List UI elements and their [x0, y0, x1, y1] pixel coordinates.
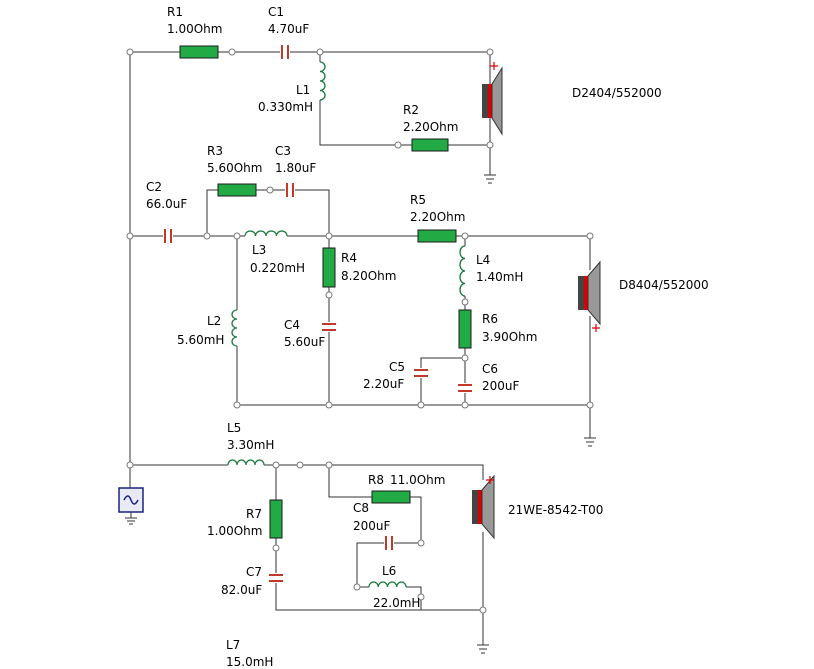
capacitor-c7: [269, 574, 283, 582]
capacitor-c4: [322, 323, 336, 331]
l4-value: 1.40mH: [476, 270, 524, 284]
speaker-woofer-icon: [472, 474, 495, 540]
c2-value: 66.0uF: [146, 197, 188, 211]
l1-value: 0.330mH: [258, 100, 314, 114]
l1-name: L1: [296, 83, 311, 97]
l7-name: L7: [226, 638, 241, 652]
resistor-r7: [269, 499, 283, 539]
inductors: [227, 61, 466, 588]
resistor-r1: [179, 45, 219, 59]
resistor-r2: [411, 138, 449, 152]
junction-nodes: [126, 48, 594, 614]
r8-value: 11.0Ohm: [390, 473, 446, 487]
r5-name: R5: [410, 193, 426, 207]
r8-name: R8: [368, 473, 384, 487]
inductor-l4: [459, 245, 466, 297]
inductor-l2: [231, 309, 238, 347]
signal-source-icon: [118, 487, 144, 525]
l2-value: 5.60mH: [177, 333, 225, 347]
capacitor-c3: [286, 183, 294, 197]
l3-name: L3: [252, 243, 267, 257]
c6-name: C6: [482, 362, 499, 376]
r3-value: 5.60Ohm: [207, 161, 263, 175]
c8-value: 200uF: [353, 519, 391, 533]
speaker-mid-label: D8404/552000: [619, 278, 709, 292]
c2-name: C2: [146, 180, 163, 194]
resistor-r6: [458, 309, 472, 349]
r2-value: 2.20Ohm: [403, 120, 459, 134]
c1-value: 4.70uF: [268, 22, 310, 36]
l6-name: L6: [382, 564, 397, 578]
l5-name: L5: [227, 421, 242, 435]
ground-symbols: [477, 174, 596, 654]
c1-name: C1: [268, 5, 285, 19]
inductor-l1: [319, 61, 326, 101]
c5-name: C5: [389, 360, 406, 374]
capacitor-c2: [164, 229, 172, 243]
c4-name: C4: [284, 318, 301, 332]
c5-value: 2.20uF: [363, 377, 405, 391]
c4-value: 5.60uF: [284, 335, 326, 349]
r4-name: R4: [341, 251, 357, 265]
c3-value: 1.80uF: [275, 161, 317, 175]
capacitor-c5: [414, 369, 428, 377]
resistor-r3: [217, 183, 257, 197]
capacitor-c1: [281, 45, 289, 59]
resistor-r8: [371, 490, 411, 504]
speaker-tweeter-icon: [482, 62, 503, 136]
r3-name: R3: [207, 144, 223, 158]
resistor-r5: [417, 229, 457, 243]
speaker-woofer-label: 21WE-8542-T00: [508, 503, 604, 517]
inductor-l5: [227, 459, 265, 466]
r5-value: 2.20Ohm: [410, 210, 466, 224]
l2-name: L2: [207, 314, 222, 328]
r1-value: 1.00Ohm: [167, 22, 223, 36]
r6-value: 3.90Ohm: [482, 330, 538, 344]
r2-name: R2: [403, 103, 419, 117]
l7-value: 15.0mH: [226, 655, 274, 669]
wires: [129, 51, 591, 645]
l5-value: 3.30mH: [227, 438, 275, 452]
capacitor-c8: [385, 536, 393, 550]
inductor-l3: [244, 230, 288, 237]
speaker-mid-icon: [578, 260, 601, 332]
speaker-tweeter-label: D2404/552000: [572, 86, 662, 100]
r7-value: 1.00Ohm: [207, 524, 263, 538]
inductor-l6: [368, 581, 407, 588]
resistors: [179, 45, 472, 539]
r4-value: 8.20Ohm: [341, 269, 397, 283]
r6-name: R6: [482, 312, 498, 326]
c3-name: C3: [275, 144, 292, 158]
r1-name: R1: [167, 5, 183, 19]
l3-value: 0.220mH: [250, 261, 306, 275]
resistor-r4: [322, 247, 336, 288]
l4-name: L4: [476, 253, 491, 267]
capacitors: [164, 45, 472, 582]
c7-value: 82.0uF: [221, 583, 263, 597]
c6-value: 200uF: [482, 379, 520, 393]
c8-name: C8: [353, 501, 370, 515]
r7-name: R7: [246, 507, 262, 521]
c7-name: C7: [246, 565, 263, 579]
l6-value: 22.0mH: [373, 596, 421, 610]
capacitor-c6: [458, 384, 472, 392]
